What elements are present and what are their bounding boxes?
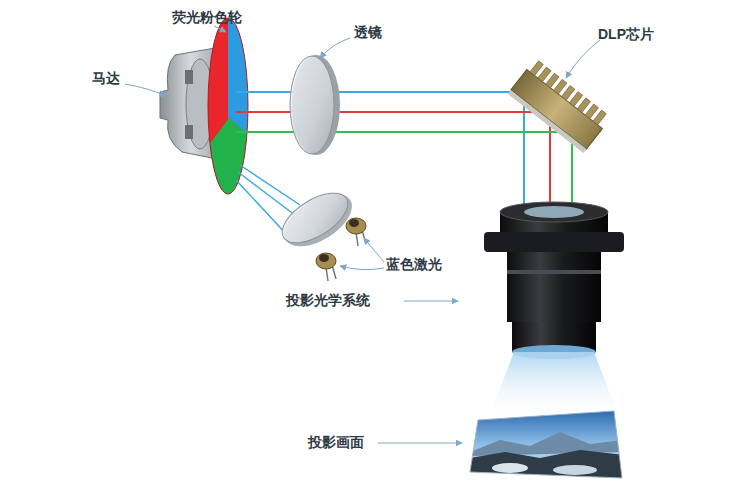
part-label: 荧光粉色轮 xyxy=(172,9,242,26)
part-label: DLP芯片 xyxy=(598,26,654,43)
part-label: 投影光学系统 xyxy=(286,292,370,309)
wheel-rim xyxy=(208,18,248,194)
projection-lens xyxy=(484,202,624,359)
part-label: 透镜 xyxy=(354,24,382,41)
leader-arrows xyxy=(125,26,600,443)
dlp-chip xyxy=(508,58,611,153)
laser-diode xyxy=(316,253,336,281)
laser-diode xyxy=(346,218,366,246)
collimating-lens xyxy=(274,183,361,257)
projected-light xyxy=(488,352,620,420)
part-label: 马达 xyxy=(92,70,120,87)
phosphor-color-wheel xyxy=(205,15,253,200)
part-label: 投影画面 xyxy=(308,434,364,451)
lens xyxy=(290,55,340,155)
part-label: 蓝色激光 xyxy=(386,256,442,273)
projected-picture xyxy=(460,405,630,485)
light-beams xyxy=(236,92,572,212)
